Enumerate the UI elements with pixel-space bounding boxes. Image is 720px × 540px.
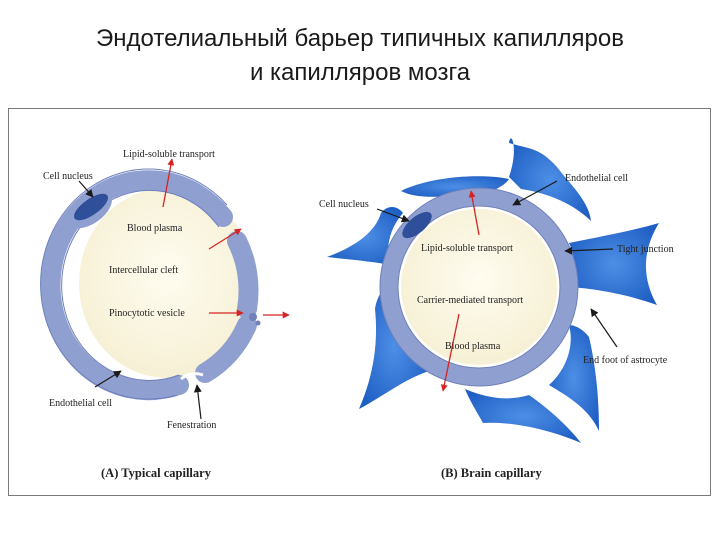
caption-brain-capillary: (B) Brain capillary	[441, 466, 542, 480]
capillary-figure: Lipid-soluble transport Cell nucleus Blo…	[8, 108, 711, 496]
pinocytotic-vesicle	[249, 313, 257, 321]
transport-arrows-a	[162, 158, 290, 319]
title-line-2: и капилляров мозга	[249, 59, 471, 86]
page-title: Эндотелиальный барьер типичных капилляро…	[0, 22, 720, 90]
membrane-outline-inner-b	[397, 205, 561, 369]
label-blood-plasma-b: Blood plasma	[445, 341, 501, 352]
cell-nucleus-a	[73, 193, 109, 221]
label-fenestration: Fenestration	[167, 420, 216, 431]
label-endothelial-cell-b: Endothelial cell	[565, 173, 628, 184]
label-cell-nucleus-b: Cell nucleus	[319, 199, 369, 210]
label-tight-junction: Tight junction	[617, 244, 674, 255]
end-foot-bottom	[465, 389, 581, 443]
label-intercellular-cleft: Intercellular cleft	[109, 265, 178, 276]
label-lipid-transport-a: Lipid-soluble transport	[123, 149, 215, 160]
endothelial-membrane-b	[380, 188, 578, 386]
plasma-area-a	[79, 188, 255, 378]
brain-capillary: Endothelial cell Cell nucleus Lipid-solu…	[319, 138, 674, 480]
end-foot-right	[569, 223, 659, 305]
end-foot-bottom-left	[359, 285, 429, 409]
capillary-diagram: Lipid-soluble transport Cell nucleus Blo…	[40, 138, 674, 480]
label-cell-nucleus-a: Cell nucleus	[43, 171, 93, 182]
cell-nucleus-b	[402, 211, 432, 239]
pointer-arrows-a	[78, 180, 202, 420]
typical-capillary: Lipid-soluble transport Cell nucleus Blo…	[40, 149, 290, 480]
pointer-arrows-b	[376, 180, 618, 348]
title-line-1: Эндотелиальный барьер типичных капилляро…	[96, 25, 624, 52]
astrocyte-end-feet	[327, 138, 659, 443]
label-blood-plasma-a: Blood plasma	[127, 223, 183, 234]
transport-arrows-b	[440, 190, 480, 392]
label-carrier-transport: Carrier-mediated transport	[417, 295, 523, 306]
plasma-area-b	[401, 209, 557, 365]
label-lipid-transport-b: Lipid-soluble transport	[421, 243, 513, 254]
vesicle-small	[255, 320, 261, 326]
label-endothelial-cell-a: Endothelial cell	[49, 398, 112, 409]
label-end-foot: End foot of astrocyte	[583, 355, 668, 366]
fenestration-gap	[180, 372, 204, 381]
label-pinocytotic-vesicle: Pinocytotic vesicle	[109, 308, 185, 319]
end-foot-bottom-right	[549, 325, 599, 431]
end-foot-top-right	[509, 138, 591, 221]
caption-typical-capillary: (A) Typical capillary	[101, 466, 212, 480]
end-foot-left	[327, 207, 403, 265]
membrane-outline-outer-b	[379, 187, 579, 387]
